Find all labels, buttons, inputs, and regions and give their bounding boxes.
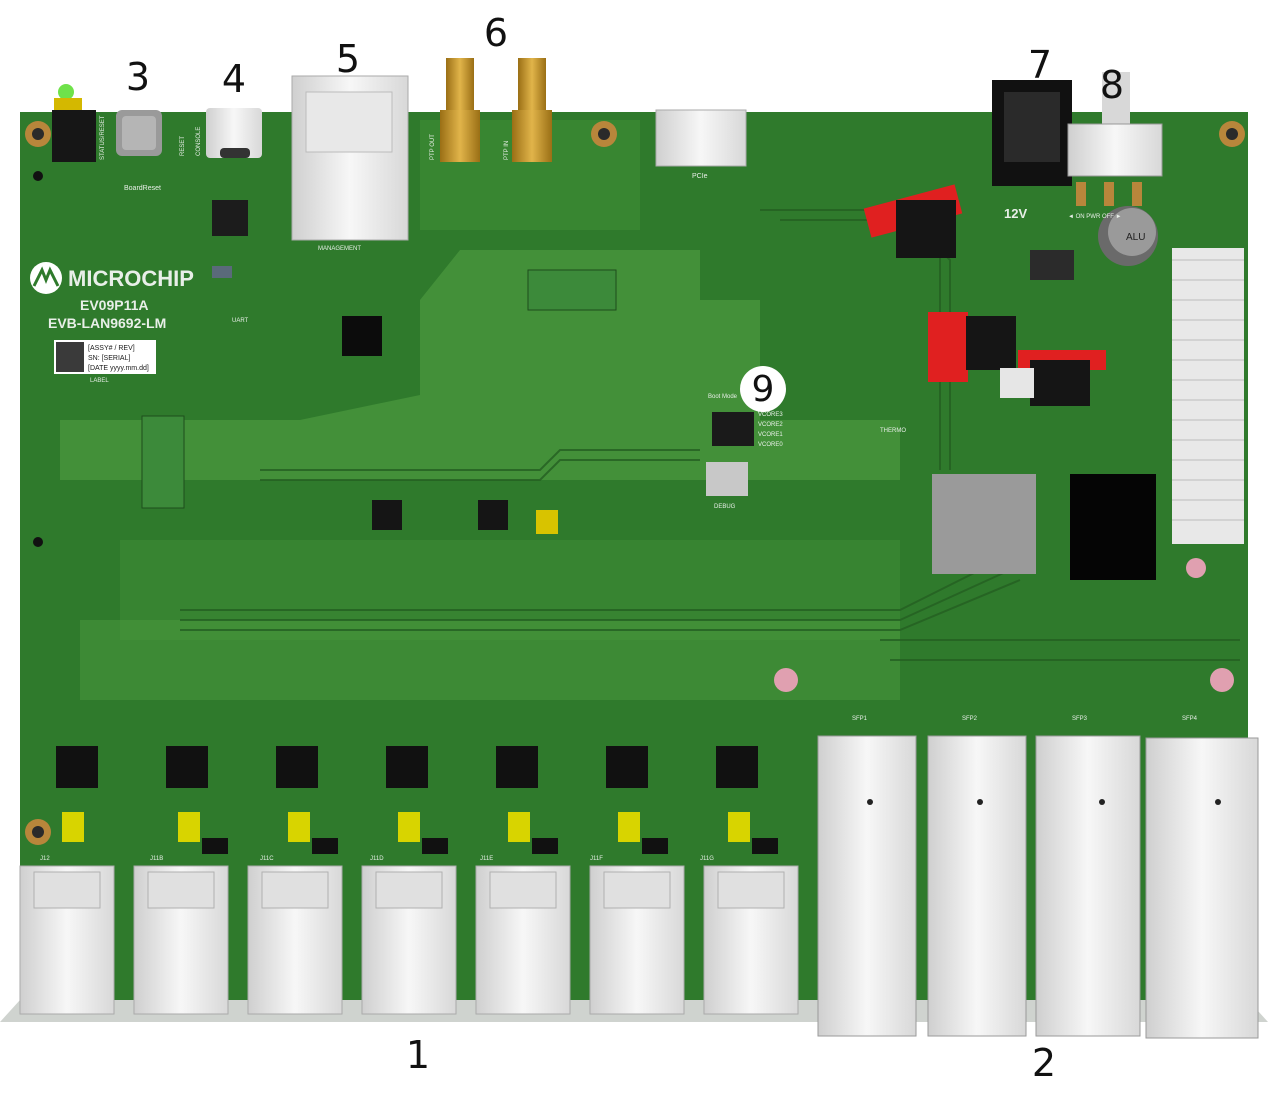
copper-pour (120, 540, 900, 640)
capacitor (1098, 206, 1158, 266)
silk-sfp1: SFP1 (852, 716, 868, 722)
callout-4: 4 (221, 57, 247, 101)
yellow-part (536, 510, 558, 534)
silk-rj45-3: J11C (260, 856, 274, 862)
green-module (527, 269, 617, 311)
silk-vcore1: VCORE1 (758, 432, 783, 438)
callout-8: 8 (1099, 63, 1125, 107)
debug-connector (706, 462, 748, 496)
model-text: EVB-LAN9692-LM (48, 315, 166, 331)
status-reset-assembly (52, 84, 162, 162)
silk-rj45-1: J12 (40, 856, 50, 862)
silk-debug: DEBUG (714, 504, 736, 510)
silk-rj45-2: J11B (150, 856, 163, 862)
silk-rj45-5: J11E (480, 856, 493, 862)
silk-reset: RESET (180, 136, 186, 156)
inductor (1030, 250, 1074, 280)
callout-3: 3 (125, 55, 151, 99)
silk-ptp-in: PTP IN (504, 141, 510, 160)
silk-alu: ALU (1126, 232, 1145, 243)
phy-chip-row (56, 746, 758, 788)
silk-console: CONSOLE (196, 127, 202, 156)
callout-1: 1 (405, 1033, 431, 1077)
ic-chip (342, 316, 382, 356)
pcie-connector (655, 109, 747, 167)
silk-pcie: PCIe (692, 173, 708, 180)
power-modules (863, 184, 1106, 406)
part-number-text: EV09P11A (80, 297, 149, 313)
magnetics-row (62, 812, 750, 842)
silk-vcore0: VCORE0 (758, 442, 783, 448)
silk-ptp-out: PTP OUT (430, 134, 436, 160)
callout-9: 9 (740, 366, 786, 412)
brand-text: MICROCHIP (68, 266, 194, 291)
silk-rj45-4: J11D (370, 856, 384, 862)
silk-rj45-7: J11G (700, 856, 714, 862)
silk-vcore2: VCORE2 (758, 422, 783, 428)
memory-chip (1070, 474, 1156, 580)
dc-power-jack (992, 80, 1072, 186)
callout-6: 6 (483, 11, 509, 55)
usb-c-console (206, 108, 262, 236)
rj45-management (291, 75, 409, 241)
rj45-port-row (19, 865, 799, 1015)
ic-chip (212, 266, 232, 278)
silk-status-reset: STATUS/RESET (100, 115, 106, 160)
label-line-1: [ASSY# / REV] (88, 345, 135, 352)
silk-management: MANAGEMENT (318, 246, 361, 252)
callout-5: 5 (335, 37, 361, 81)
right-header (1172, 248, 1244, 544)
boot-dip-switch (712, 412, 754, 446)
copper-pour (60, 250, 900, 480)
label-caption: LABEL (90, 378, 109, 384)
copper-pour (80, 620, 900, 700)
silk-dc-in: 12V (1004, 206, 1027, 221)
ic-chip (372, 500, 402, 530)
silk-sfp2: SFP2 (962, 716, 978, 722)
silk-power-switch: ◄ ON PWR OFF ► (1068, 214, 1122, 220)
green-module (141, 415, 185, 509)
silk-sfp3: SFP3 (1072, 716, 1088, 722)
silk-vcore3: VCORE3 (758, 412, 783, 418)
label-line-2: SN: [SERIAL] (88, 355, 130, 362)
callout-7: 7 (1027, 43, 1053, 87)
sfp-cage-row (817, 735, 1259, 1039)
main-switch-chip (932, 474, 1036, 574)
callout-2: 2 (1031, 1041, 1057, 1085)
silk-sfp4: SFP4 (1182, 716, 1198, 722)
silk-rj45-6: J11F (590, 856, 603, 862)
silk-thermo: THERMO (880, 428, 906, 434)
right-header-pins (1172, 259, 1244, 521)
power-slide-switch (1067, 72, 1163, 206)
silk-board-reset: BoardReset (124, 185, 161, 192)
silk-uart: UART (232, 318, 249, 324)
ptp-sma-connectors (440, 58, 552, 162)
black-components-row (202, 838, 778, 854)
ic-chip (478, 500, 508, 530)
label-qr (56, 342, 84, 372)
label-line-3: [DATE yyyy.mm.dd] (88, 365, 149, 372)
microchip-logo-mark (30, 262, 62, 294)
silk-boot-mode: Boot Mode (708, 394, 738, 400)
